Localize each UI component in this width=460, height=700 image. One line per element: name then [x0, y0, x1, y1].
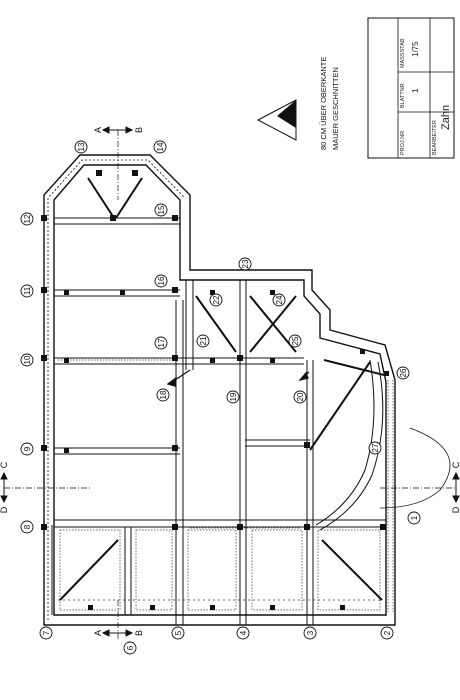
axis-label-19: 19: [229, 392, 238, 401]
outer-wall: [43, 154, 396, 626]
axis-label-25: 25: [291, 336, 300, 345]
section-a-bottom-right: B: [134, 630, 144, 636]
axis-label-5: 5: [174, 630, 183, 635]
axis-labels: 7 8 9 10 11 12 13 2 1 6 5 4 3 14 15 16 1…: [23, 142, 419, 650]
axis-label-13: 13: [77, 142, 86, 151]
blatt-nr-value: 1: [411, 88, 420, 93]
blatt-nr-label: BLATTNR.: [400, 81, 406, 108]
section-c-right-bottom: D: [451, 506, 460, 513]
axis-label-23: 23: [241, 259, 250, 268]
axis-label-15: 15: [157, 205, 166, 214]
bearbeiter-label: BEARBEITER: [432, 120, 438, 155]
axis-label-1: 1: [410, 515, 419, 520]
axis-label-26: 26: [399, 368, 408, 377]
section-marker-arrows: [0, 126, 460, 637]
stair-arrows: [166, 369, 310, 387]
axis-label-20: 20: [296, 392, 305, 401]
curved-wall: [315, 359, 451, 531]
diagonal-braces: [59, 177, 385, 601]
axis-label-6: 6: [126, 645, 135, 650]
axis-label-22: 22: [212, 295, 221, 304]
proj-nr-label: PROJ.NR.: [400, 129, 406, 155]
section-c-left-bottom: D: [0, 506, 9, 513]
axis-label-9: 9: [23, 446, 32, 451]
axis-label-21: 21: [199, 336, 208, 345]
axis-label-16: 16: [157, 276, 166, 285]
axis-label-11: 11: [23, 286, 32, 295]
note-text: 80 CM ÜBER OBERKANTE MAUER GESCHNITTEN: [319, 57, 340, 150]
section-a-top-right: B: [134, 127, 144, 133]
section-c-right-top: C: [451, 461, 460, 468]
section-c-left-top: C: [0, 461, 9, 468]
massstab-label: MASSSTAB: [400, 38, 406, 68]
axis-label-4: 4: [239, 630, 248, 635]
axis-label-12: 12: [23, 214, 32, 223]
section-letters: A B A B C D C D: [0, 127, 460, 636]
section-a-top-left: A: [93, 127, 103, 133]
axis-label-24: 24: [275, 295, 284, 304]
section-a-bottom-left: A: [93, 630, 103, 636]
dotted-panels: [58, 359, 394, 612]
axis-label-17: 17: [157, 338, 166, 347]
massstab-value: 1/75: [411, 41, 420, 57]
axis-label-14: 14: [156, 142, 165, 151]
axis-label-10: 10: [23, 355, 32, 364]
north-arrow-icon: [256, 99, 297, 141]
bearbeiter-value: Zahn: [440, 105, 452, 130]
axis-label-2: 2: [383, 630, 392, 635]
interior-walls: [51, 217, 386, 625]
title-block: PROJ.NR. BLATTNR. 1 MASSSTAB 1/75 BEARBE…: [367, 17, 455, 159]
axis-label-27: 27: [371, 443, 380, 452]
axis-label-18: 18: [159, 390, 168, 399]
axis-label-7: 7: [42, 630, 51, 635]
axis-label-8: 8: [23, 524, 32, 529]
axis-label-3: 3: [306, 630, 315, 635]
note-line-2: MAUER GESCHNITTEN: [331, 67, 340, 150]
axis-circles: [20, 140, 421, 655]
note-line-1: 80 CM ÜBER OBERKANTE: [319, 57, 328, 150]
post-markers: [41, 170, 389, 610]
